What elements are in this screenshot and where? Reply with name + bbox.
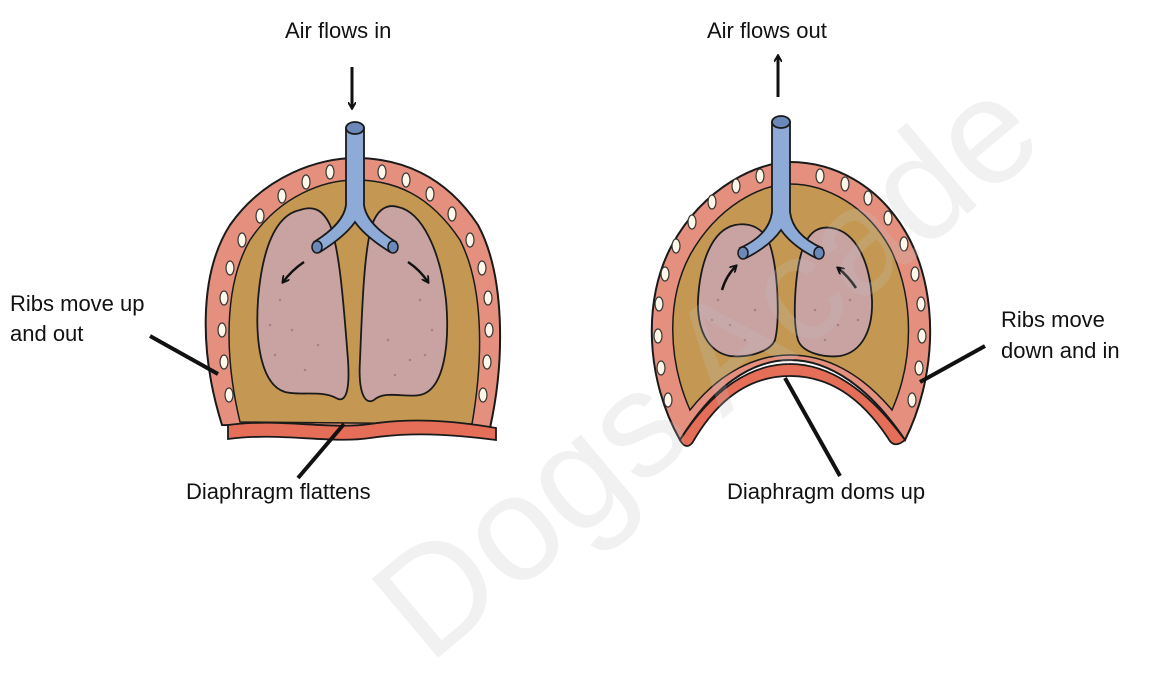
trachea-opening [772,116,790,128]
diaphragm-flattens-label: Diaphragm flattens [186,478,371,505]
diaphragm-domes-up-label: Diaphragm doms up [727,478,925,505]
breathing-diagram [0,0,1164,511]
ribs-up-out-label-line1: Ribs move up [10,290,145,317]
trachea-opening [346,122,364,134]
air-flows-in-label: Air flows in [285,17,391,44]
inhalation-chest [150,67,500,478]
diaphragm-pointer-line [785,378,840,476]
ribs-down-in-label-line1: Ribs move [1001,306,1105,333]
air-flows-out-label: Air flows out [707,17,827,44]
exhalation-chest [652,56,985,476]
ribs-down-in-label-line2: down and in [1001,337,1120,364]
ribs-up-out-label-line2: and out [10,320,83,347]
